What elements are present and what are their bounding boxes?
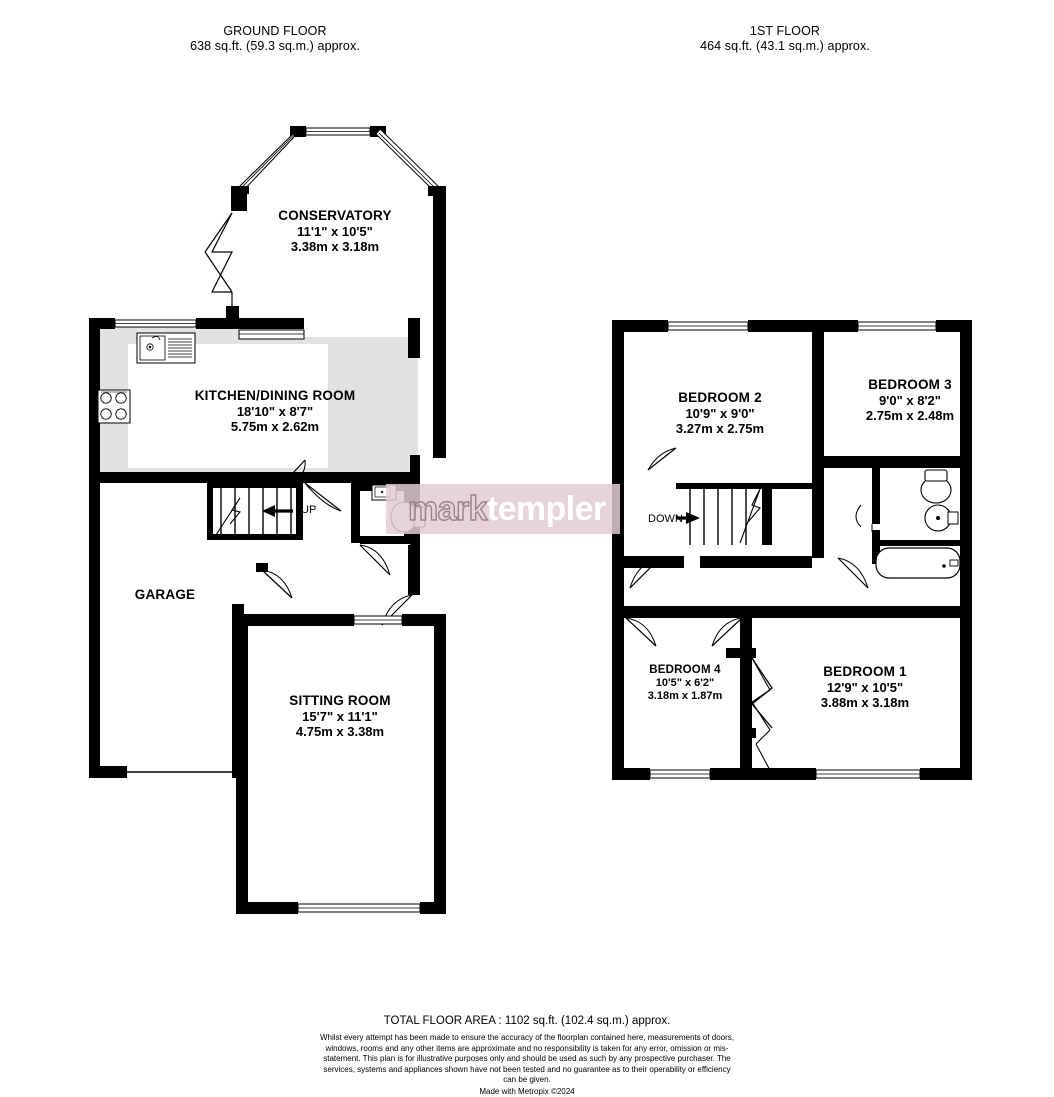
- room-name-bedroom-2: BEDROOM 2: [678, 390, 762, 405]
- total-floor-area: TOTAL FLOOR AREA : 1102 sq.ft. (102.4 sq…: [383, 1015, 671, 1027]
- first-floor-heading: 1ST FLOOR 464 sq.ft. (43.1 sq.m.) approx…: [655, 24, 915, 54]
- room-imperial-bedroom-1: 12'9" x 10'5": [826, 680, 904, 695]
- first-floor-title: 1ST FLOOR: [749, 24, 821, 38]
- room-name-bedroom-1: BEDROOM 1: [823, 664, 907, 679]
- first-floor-stairs: [676, 483, 812, 545]
- bathroom-toilet-icon: [920, 469, 952, 504]
- room-name-bedroom-3: BEDROOM 3: [868, 377, 952, 392]
- ground-floor-title: GROUND FLOOR: [223, 24, 327, 38]
- room-name-conservatory: CONSERVATORY: [278, 208, 392, 223]
- stair-label-up: UP: [301, 504, 317, 516]
- watermark-band: [386, 484, 620, 534]
- room-label-bedroom-3: BEDROOM 3 9'0" x 8'2" 2.75m x 2.48m: [810, 377, 1010, 423]
- ground-floor-area: 638 sq.ft. (59.3 sq.m.) approx.: [190, 39, 360, 53]
- kitchen-dining-walls: [89, 318, 420, 485]
- sitting-room-walls: [236, 614, 446, 914]
- conservatory-walls: [204, 126, 446, 458]
- room-imperial-kitchen-dining: 18'10" x 8'7": [236, 404, 314, 419]
- disclaimer-paragraph: Whilst every attempt has been made to en…: [319, 1033, 734, 1084]
- room-label-garage: GARAGE: [95, 587, 235, 603]
- room-imperial-bedroom-3: 9'0" x 8'2": [879, 393, 941, 408]
- room-metric-bedroom-1: 3.88m x 3.18m: [820, 695, 910, 710]
- room-label-bedroom-1: BEDROOM 1 12'9" x 10'5" 3.88m x 3.18m: [760, 664, 970, 710]
- first-floor-area: 464 sq.ft. (43.1 sq.m.) approx.: [700, 39, 870, 53]
- room-name-garage: GARAGE: [134, 587, 196, 602]
- room-label-bedroom-2: BEDROOM 2 10'9" x 9'0" 3.27m x 2.75m: [620, 390, 820, 436]
- room-name-sitting-room: SITTING ROOM: [289, 693, 391, 708]
- watermark-text-light: mark: [407, 489, 488, 528]
- first-floor-plan: [612, 320, 972, 780]
- room-metric-sitting-room: 4.75m x 3.38m: [295, 724, 385, 739]
- room-metric-conservatory: 3.38m x 3.18m: [290, 239, 380, 254]
- room-imperial-conservatory: 11'1" x 10'5": [297, 224, 373, 239]
- ground-floor-heading: GROUND FLOOR 638 sq.ft. (59.3 sq.m.) app…: [145, 24, 405, 54]
- watermark-text-bold: templer: [486, 489, 606, 528]
- first-floor-doors: [625, 447, 873, 775]
- room-label-bedroom-4: BEDROOM 4 10'5" x 6'2" 3.18m x 1.87m: [585, 663, 785, 703]
- hob-cooker-icon: [97, 389, 131, 424]
- bathroom-basin-icon: [924, 504, 959, 532]
- stair-label-down: DOWN: [648, 513, 683, 525]
- made-with-credit: Made with Metropix ©2024: [479, 1086, 575, 1096]
- first-floor-outer-walls: [612, 320, 972, 780]
- room-metric-bedroom-4: 3.18m x 1.87m: [647, 690, 723, 702]
- room-metric-bedroom-3: 2.75m x 2.48m: [865, 408, 955, 423]
- room-label-sitting-room: SITTING ROOM 15'7" x 11'1" 4.75m x 3.38m: [240, 693, 440, 739]
- first-floor-internal-walls: [612, 320, 972, 780]
- kitchen-sink-icon: [136, 332, 196, 364]
- ground-stairs: [207, 483, 303, 540]
- room-label-kitchen-dining: KITCHEN/DINING ROOM 18'10" x 8'7" 5.75m …: [150, 388, 400, 434]
- room-name-kitchen-dining: KITCHEN/DINING ROOM: [194, 388, 356, 403]
- room-metric-kitchen-dining: 5.75m x 2.62m: [230, 419, 320, 434]
- room-label-conservatory: CONSERVATORY 11'1" x 10'5" 3.38m x 3.18m: [215, 208, 455, 254]
- bathtub-icon: [875, 547, 961, 579]
- room-imperial-bedroom-2: 10'9" x 9'0": [685, 406, 755, 421]
- room-imperial-bedroom-4: 10'5" x 6'2": [655, 677, 715, 689]
- room-metric-bedroom-2: 3.27m x 2.75m: [675, 421, 765, 436]
- room-name-bedroom-4: BEDROOM 4: [649, 664, 721, 676]
- footer: TOTAL FLOOR AREA : 1102 sq.ft. (102.4 sq…: [0, 1014, 1054, 1097]
- ground-floor-plan: [89, 126, 446, 914]
- room-imperial-sitting-room: 15'7" x 11'1": [302, 709, 378, 724]
- disclaimer-text: Whilst every attempt has been made to en…: [317, 1033, 737, 1097]
